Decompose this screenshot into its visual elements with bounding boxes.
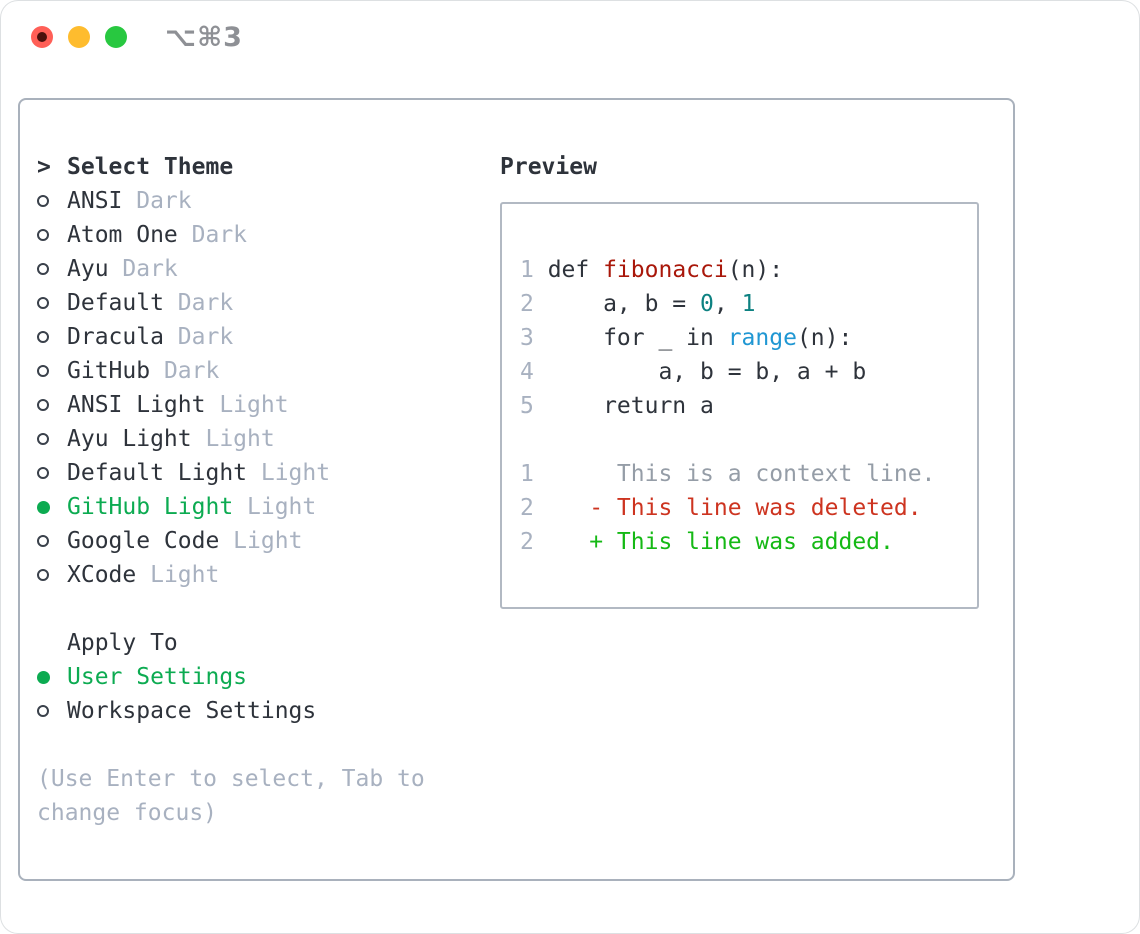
- radio-icon: [37, 297, 67, 309]
- code-line: 2 + This line was added.: [520, 525, 959, 559]
- radio-icon: [37, 263, 67, 275]
- window-title: ⌥⌘3: [165, 22, 243, 53]
- line-number: 2: [520, 529, 534, 555]
- option-label: Atom One: [67, 222, 178, 248]
- apply-to-option[interactable]: User Settings: [37, 660, 500, 694]
- line-number: 2: [520, 291, 534, 317]
- option-variant-label: Light: [205, 392, 289, 418]
- option-label: Default Light: [67, 460, 248, 486]
- theme-option[interactable]: ANSI Dark: [37, 184, 500, 218]
- spacer: [37, 728, 500, 762]
- spacer: [37, 592, 500, 626]
- option-variant-label: Dark: [177, 222, 248, 248]
- theme-option[interactable]: ANSI Light Light: [37, 388, 500, 422]
- radio-icon: [37, 467, 67, 479]
- option-label: ANSI: [67, 188, 123, 214]
- option-variant-label: Dark: [163, 324, 234, 350]
- code-line: 2 a, b = 0, 1: [520, 287, 959, 321]
- apply-to-option[interactable]: Workspace Settings: [37, 694, 500, 728]
- theme-option[interactable]: Atom One Dark: [37, 218, 500, 252]
- option-variant-label: Light: [136, 562, 220, 588]
- radio-icon: [37, 535, 67, 547]
- code-line: 5 return a: [520, 389, 959, 423]
- theme-option[interactable]: Default Light Light: [37, 456, 500, 490]
- apply-to-header: Apply To: [37, 626, 500, 660]
- option-variant-label: Dark: [163, 290, 234, 316]
- option-label: GitHub: [67, 358, 151, 384]
- option-label: XCode: [67, 562, 137, 588]
- theme-option[interactable]: XCode Light: [37, 558, 500, 592]
- prompt-icon: >: [37, 154, 51, 180]
- option-label: User Settings: [67, 664, 248, 690]
- theme-option[interactable]: Ayu Dark: [37, 252, 500, 286]
- theme-option[interactable]: Default Dark: [37, 286, 500, 320]
- option-label: Workspace Settings: [67, 698, 317, 724]
- option-variant-label: Light: [233, 494, 317, 520]
- code-line: 4 a, b = b, a + b: [520, 355, 959, 389]
- title-bar: ⌥⌘3: [0, 0, 1140, 98]
- preview-header: Preview: [500, 150, 997, 184]
- close-button[interactable]: [31, 26, 53, 48]
- code-line: [520, 423, 959, 457]
- code-line: 3 for _ in range(n):: [520, 321, 959, 355]
- option-variant-label: Light: [191, 426, 275, 452]
- option-label: Ayu: [67, 256, 109, 282]
- option-label: Google Code: [67, 528, 220, 554]
- theme-option[interactable]: Ayu Light Light: [37, 422, 500, 456]
- select-theme-title: Select Theme: [67, 154, 234, 180]
- code-line: 1 This is a context line.: [520, 457, 959, 491]
- apply-to-title: Apply To: [67, 630, 178, 656]
- radio-icon: [37, 195, 67, 207]
- radio-icon: [37, 399, 67, 411]
- code-line: 2 - This line was deleted.: [520, 491, 959, 525]
- radio-selected-icon: [37, 670, 67, 684]
- option-label: Ayu Light: [67, 426, 192, 452]
- option-label: GitHub Light: [67, 494, 234, 520]
- option-variant-label: Dark: [108, 256, 178, 282]
- line-number: 5: [520, 393, 534, 419]
- minimize-button[interactable]: [68, 26, 90, 48]
- radio-icon: [37, 705, 67, 717]
- option-variant-label: Dark: [150, 358, 220, 384]
- line-number: 3: [520, 325, 534, 351]
- option-variant-label: Light: [247, 460, 331, 486]
- theme-option[interactable]: GitHub Dark: [37, 354, 500, 388]
- theme-option[interactable]: Google Code Light: [37, 524, 500, 558]
- option-variant-label: Dark: [122, 188, 192, 214]
- line-number: 1: [520, 461, 534, 487]
- radio-icon: [37, 569, 67, 581]
- line-number: 4: [520, 359, 534, 385]
- line-number: 2: [520, 495, 534, 521]
- select-theme-header: > Select Theme: [37, 150, 500, 184]
- theme-option[interactable]: GitHub Light Light: [37, 490, 500, 524]
- zoom-button[interactable]: [105, 26, 127, 48]
- option-label: Dracula: [67, 324, 164, 350]
- option-label: ANSI Light: [67, 392, 206, 418]
- radio-icon: [37, 365, 67, 377]
- radio-icon: [37, 229, 67, 241]
- radio-icon: [37, 331, 67, 343]
- radio-selected-icon: [37, 500, 67, 514]
- keyboard-hint: (Use Enter to select, Tab to change focu…: [37, 766, 425, 826]
- option-variant-label: Light: [219, 528, 303, 554]
- line-number: 1: [520, 257, 534, 283]
- preview-title: Preview: [500, 154, 597, 180]
- radio-icon: [37, 433, 67, 445]
- option-label: Default: [67, 290, 164, 316]
- theme-option[interactable]: Dracula Dark: [37, 320, 500, 354]
